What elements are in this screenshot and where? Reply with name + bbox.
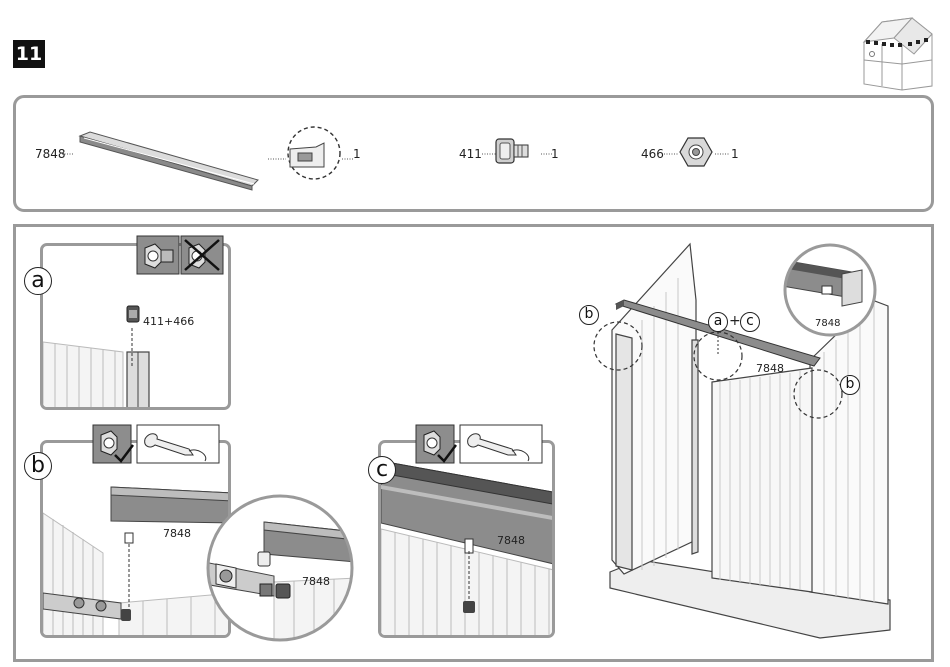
overview-marker-c: c <box>740 312 760 332</box>
part-qty: 1 <box>551 147 559 161</box>
part-code: 411 <box>459 147 482 161</box>
panel-c-drawing <box>381 443 555 638</box>
panel-a-fastener-label: 411+466 <box>143 315 194 328</box>
overview-plus: + <box>729 313 741 329</box>
bolt-nut-icon <box>137 236 223 276</box>
panel-b <box>40 440 231 638</box>
part-code: 466 <box>641 147 664 161</box>
rail-part-drawing <box>76 128 266 198</box>
panel-b-marker: b <box>24 452 52 480</box>
overview-beam-code: 7848 <box>756 362 784 375</box>
overview-marker-b-right: b <box>840 375 860 395</box>
panel-a-marker: a <box>24 267 52 295</box>
panel-b-drawing <box>43 443 231 638</box>
overview-marker-a: a <box>708 312 728 332</box>
overview-zoom-code: 7848 <box>815 318 840 329</box>
part-qty: 1 <box>731 147 739 161</box>
rail-detail-zoom <box>268 123 358 185</box>
overview-marker-b-left: b <box>579 305 599 325</box>
bolt-nut-icon <box>93 425 221 467</box>
bolt-nut-icon <box>416 425 544 467</box>
panel-c <box>378 440 555 638</box>
panel-b-beam-code: 7848 <box>163 527 191 540</box>
part-qty: 1 <box>353 147 361 161</box>
part-code: 7848 <box>35 147 66 161</box>
panel-b-zoom-code: 7848 <box>302 575 330 588</box>
shed-thumbnail-icon <box>858 8 938 92</box>
step-number: 11 <box>13 40 45 68</box>
panel-b-zoom <box>204 492 356 644</box>
panel-c-marker: c <box>368 456 396 484</box>
panel-c-beam-code: 7848 <box>497 534 525 547</box>
hex-nut-icon <box>678 136 714 170</box>
bolt-icon <box>494 135 534 169</box>
